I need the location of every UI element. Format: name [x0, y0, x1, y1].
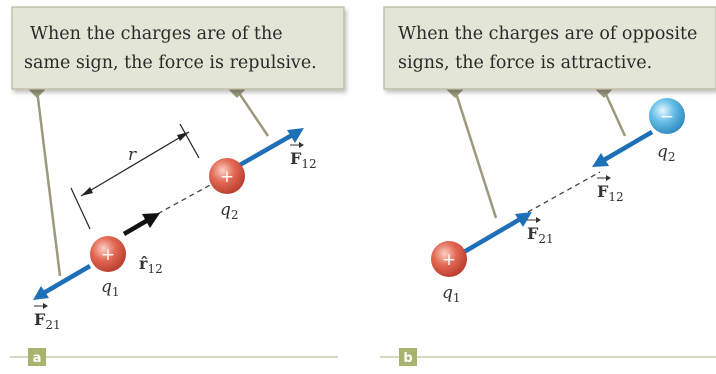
charge-q1-a: +: [90, 236, 126, 272]
charge-q2-a: +: [209, 158, 245, 194]
panel-badge-b-label: b: [403, 351, 412, 366]
panel-badge-b: [399, 348, 417, 366]
label-q2-a: q2: [220, 200, 239, 222]
dimension-tick-right: [179, 123, 200, 159]
plus-sign: +: [101, 245, 115, 265]
force-arrow-f12-shaft: [236, 132, 296, 168]
vector-overarrow-head: [536, 217, 541, 223]
plus-sign: +: [442, 250, 456, 270]
svg-text:F12: F12: [290, 149, 317, 171]
callout-pointer-left-tip: [28, 89, 46, 98]
svg-text:F21: F21: [527, 224, 554, 246]
callout-a-line2: same sign, the force is repulsive.: [24, 53, 317, 73]
unit-vector-shaft: [122, 218, 150, 236]
label-f21-a-symbol: F: [34, 310, 46, 329]
distance-label-r: r: [128, 145, 137, 165]
callout-a-line1: When the charges are of the: [30, 24, 283, 44]
panel-b: When the charges are of opposite signs, …: [380, 6, 716, 366]
callout-box-b: [383, 6, 716, 90]
callout-pointer-right: [602, 89, 627, 137]
force-arrow-f21-head: [33, 286, 49, 300]
charge-q2-b: −: [649, 98, 685, 134]
vector-overarrow-head: [43, 303, 48, 309]
charge-q1-b: +: [431, 241, 467, 277]
label-q2-a-symbol: q: [220, 200, 231, 220]
label-q1-a-symbol: q: [101, 277, 112, 297]
label-unit-vector-symbol: r̂: [139, 254, 148, 273]
callout-b-line2: signs, the force is attractive.: [398, 53, 652, 73]
svg-text:F21: F21: [34, 310, 61, 332]
force-arrow-f12-head: [592, 153, 609, 167]
label-f21-b: F21: [527, 217, 554, 246]
label-f21-b-sub: 21: [538, 232, 553, 246]
label-f12-a: F12: [290, 142, 317, 171]
label-q1-b-symbol: q: [442, 283, 453, 303]
label-q2-a-sub: 2: [231, 208, 239, 222]
dimension-arrowhead-left: [81, 187, 93, 196]
label-f12-a-sub: 12: [301, 157, 316, 171]
force-arrow-f12-head: [287, 128, 304, 143]
label-q2-b-sub: 2: [668, 150, 676, 164]
label-f12-a-symbol: F: [290, 149, 302, 168]
minus-sign: −: [660, 107, 674, 127]
callout-pointer-right-tip: [228, 89, 246, 98]
callout-pointer-right-tip: [595, 89, 613, 98]
label-q2-b: q2: [657, 142, 676, 164]
svg-text:F12: F12: [597, 182, 624, 204]
dimension-tick-left: [70, 187, 91, 230]
dimension-arrowhead-right: [177, 132, 189, 141]
label-q1-a: q1: [101, 277, 120, 299]
label-unit-vector-sub: 12: [147, 262, 162, 276]
panel-a: When the charges are of the same sign, t…: [10, 6, 345, 366]
dimension-line-r: [80, 131, 190, 197]
callout-box-a: [11, 6, 345, 90]
force-arrow-f12-shaft: [602, 130, 654, 162]
callout-pointer-left-tip: [446, 89, 464, 98]
plus-sign: +: [220, 167, 234, 187]
label-q1-a-sub: 1: [112, 285, 120, 299]
positive-charge-sphere: [431, 241, 467, 277]
unit-vector-head: [142, 213, 160, 228]
callout-pointer-right: [235, 89, 270, 137]
force-arrow-f21-shaft: [40, 264, 92, 296]
separation-dashed-line: [527, 171, 601, 213]
callout-pointer-left: [35, 89, 62, 277]
label-f12-b-sub: 12: [608, 190, 623, 204]
label-f21-b-symbol: F: [527, 224, 539, 243]
vector-overarrow-head: [299, 142, 304, 148]
label-unit-vector: r̂12: [139, 254, 163, 276]
label-q1-b: q1: [442, 283, 461, 305]
label-q1-b-sub: 1: [453, 291, 461, 305]
force-arrow-f21-shaft: [462, 216, 524, 254]
label-f21-a-sub: 21: [45, 318, 60, 332]
separation-dashed-line: [149, 183, 213, 219]
panel-badge-a-label: a: [33, 351, 42, 366]
vector-overarrow-head: [606, 175, 611, 181]
positive-charge-sphere: [209, 158, 245, 194]
force-arrow-f21-head: [515, 212, 532, 227]
panel-badge-a: [28, 348, 46, 366]
negative-charge-sphere: [649, 98, 685, 134]
label-q2-b-symbol: q: [657, 142, 668, 162]
callout-b-line1: When the charges are of opposite: [398, 24, 697, 44]
label-f21-a: F21: [34, 303, 61, 332]
label-f12-b: F12: [597, 175, 624, 204]
label-f12-b-symbol: F: [597, 182, 609, 201]
positive-charge-sphere: [90, 236, 126, 272]
callout-pointer-left: [453, 89, 498, 219]
